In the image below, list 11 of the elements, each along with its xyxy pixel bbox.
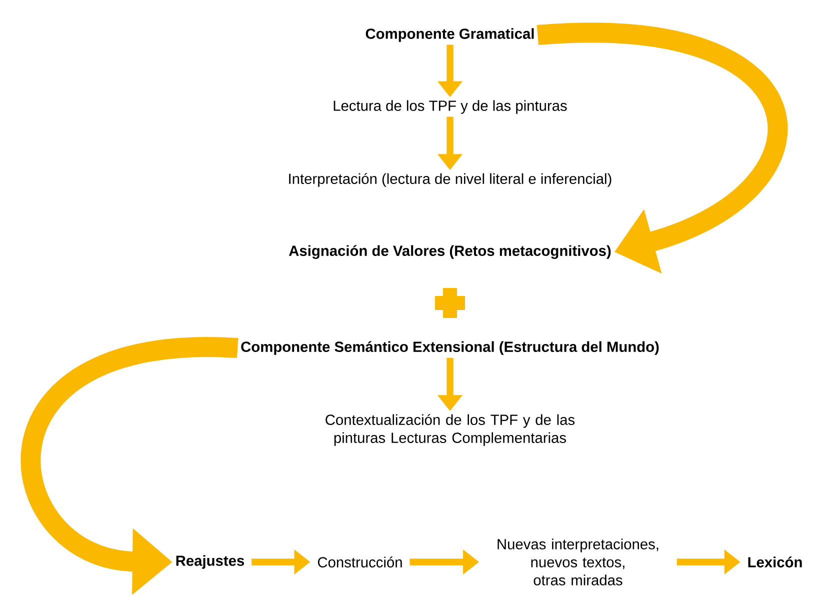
step-text: Construcción (318, 556, 402, 568)
curved-arrow (537, 22, 788, 274)
heading-text: Asignación de Valores (Retos metacognitivos) (289, 245, 611, 259)
heading-text: Componente Semántico Extensional (Estructura del Mundo) (241, 341, 659, 355)
heading-text: Componente Gramatical (366, 28, 534, 42)
step-text: Lectura de los TPF y de las pinturas (334, 100, 567, 114)
step-text: Interpretación (lectura de nivel literal e inferencial) (289, 173, 612, 187)
step-text: Contextualización de los TPF y de las pinturas Lecturas Complementarias (326, 414, 575, 446)
heading-text: Reajustes (176, 555, 244, 569)
heading-text: Lexicón (748, 556, 802, 568)
step-text: Nuevas interpretaciones, nuevos textos, otras miradas (498, 538, 658, 586)
